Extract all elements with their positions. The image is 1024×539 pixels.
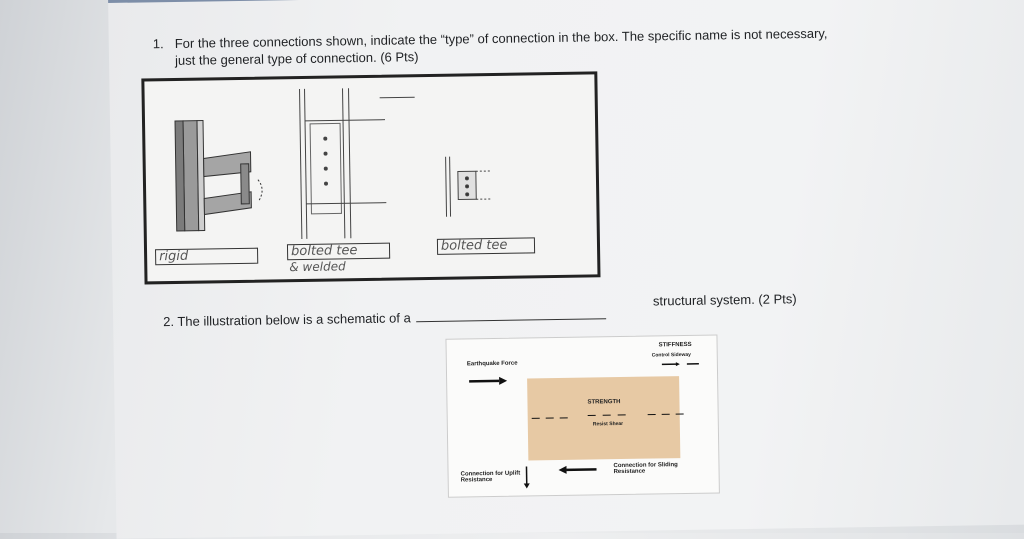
question-2-tail: structural system. (2 Pts) xyxy=(653,291,797,308)
shear-arrows xyxy=(532,414,684,418)
worksheet-page: 1.For the three connections shown, indic… xyxy=(108,0,1024,539)
question-1: 1.For the three connections shown, indic… xyxy=(153,25,828,70)
structural-schematic: Earthquake Force STIFFNESS Control Sidew… xyxy=(445,334,719,497)
answer-blank[interactable] xyxy=(416,308,606,322)
question-2-text: The illustration below is a schematic of… xyxy=(177,310,411,329)
page-top-border xyxy=(108,0,1024,13)
schematic-arrows xyxy=(446,335,718,496)
earthquake-arrow xyxy=(469,377,507,386)
bolted-welded-connection-drawing xyxy=(300,87,417,239)
rigid-connection-drawing xyxy=(175,120,263,231)
answer-box-2-line2: & welded xyxy=(289,259,346,274)
answer-box-1[interactable]: rigid xyxy=(155,248,258,266)
bolted-tee-connection-drawing xyxy=(446,156,492,217)
answer-box-2[interactable]: bolted tee xyxy=(287,243,390,261)
sliding-arrow xyxy=(558,465,596,474)
question-2-number: 2. xyxy=(163,314,174,329)
connections-figure-box: rigid bolted tee & welded bolted tee xyxy=(141,71,600,284)
question-1-number: 1. xyxy=(153,35,175,52)
question-2: 2. The illustration below is a schematic… xyxy=(163,306,606,330)
answer-box-3[interactable]: bolted tee xyxy=(437,237,535,255)
stiffness-arrows xyxy=(662,362,699,367)
uplift-arrow xyxy=(523,466,529,488)
